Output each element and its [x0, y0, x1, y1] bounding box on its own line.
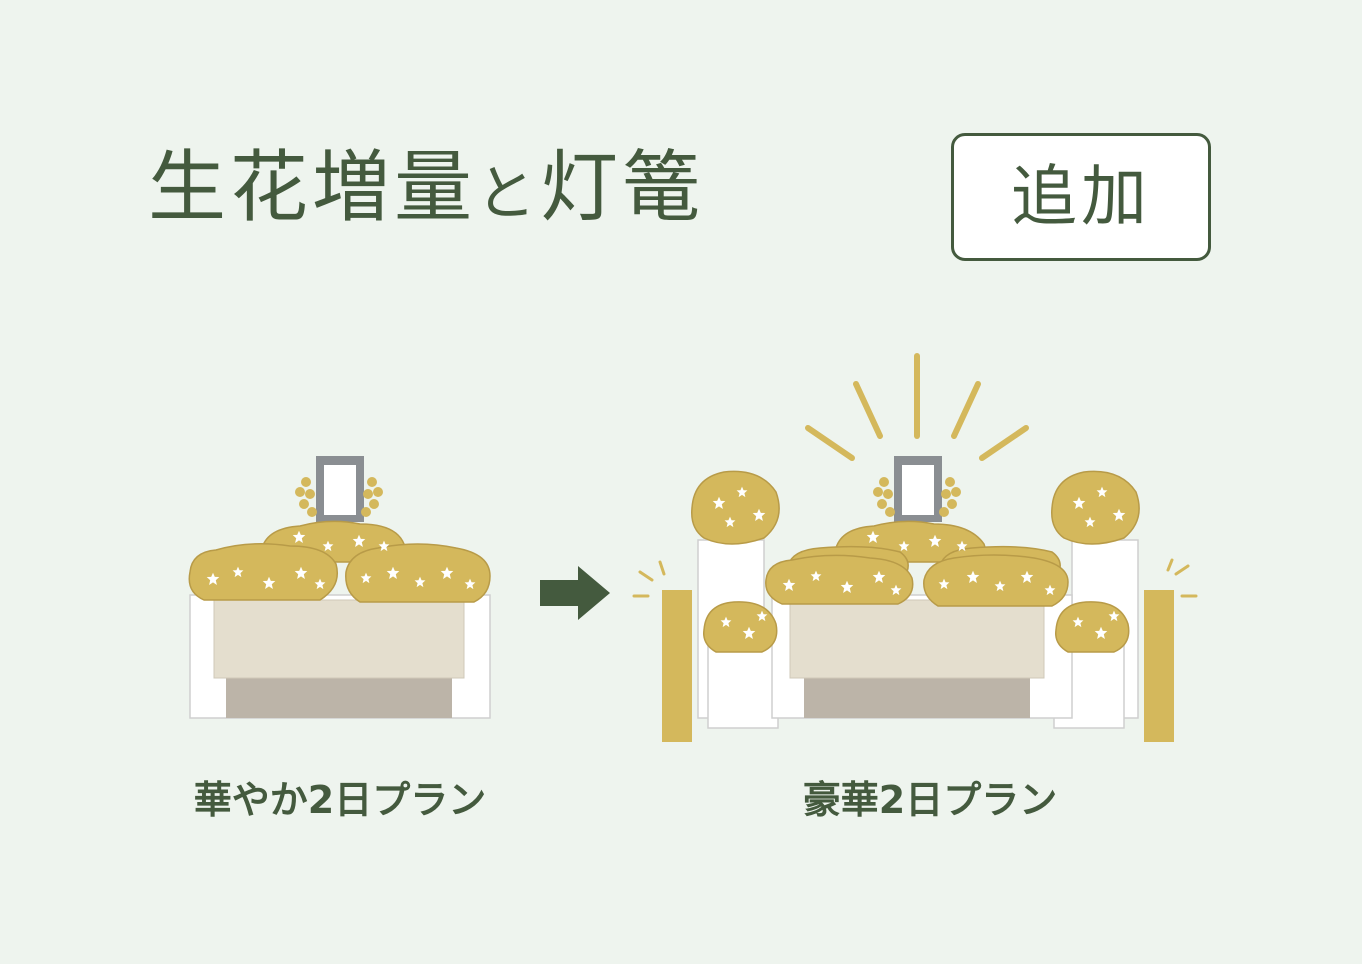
addition-badge: 追加 [951, 133, 1211, 261]
title-connector: と [476, 159, 541, 229]
altar-body [213, 599, 465, 679]
altar-left-illustration [188, 456, 491, 719]
portrait-photo [324, 465, 356, 515]
side-flowers-right [873, 477, 961, 517]
lantern-left [662, 590, 692, 742]
lantern-right [1144, 590, 1174, 742]
sparkle-lines [632, 558, 1198, 598]
altar-body [789, 599, 1045, 679]
flower-bank-right [923, 554, 1069, 607]
title-lantern: 灯篭 [540, 143, 705, 233]
altar-base [804, 676, 1030, 718]
flower-bank-left [765, 554, 914, 605]
portrait-photo [902, 465, 934, 515]
flower-bank-left [188, 543, 338, 601]
altar-right-illustration [632, 353, 1198, 742]
altar-base [226, 676, 452, 718]
flower-bank-right [345, 543, 491, 603]
flower-ball-right-top [1051, 470, 1140, 545]
flower-ball-left-low [703, 601, 778, 653]
side-flowers-left [295, 477, 383, 517]
flower-ball-right-low [1055, 601, 1130, 653]
pedestal-left-short [707, 639, 779, 729]
arrow-right-icon [540, 566, 610, 620]
plan-label-left: 華やか2日プラン [193, 778, 487, 822]
plan-label-right: 豪華2日プラン [802, 778, 1058, 822]
flower-ball-left-top [691, 470, 780, 545]
radiance-lines [805, 353, 1029, 461]
title-main: 生花増量 [148, 143, 477, 233]
page-title: 生花増量と灯篭 [148, 138, 704, 244]
